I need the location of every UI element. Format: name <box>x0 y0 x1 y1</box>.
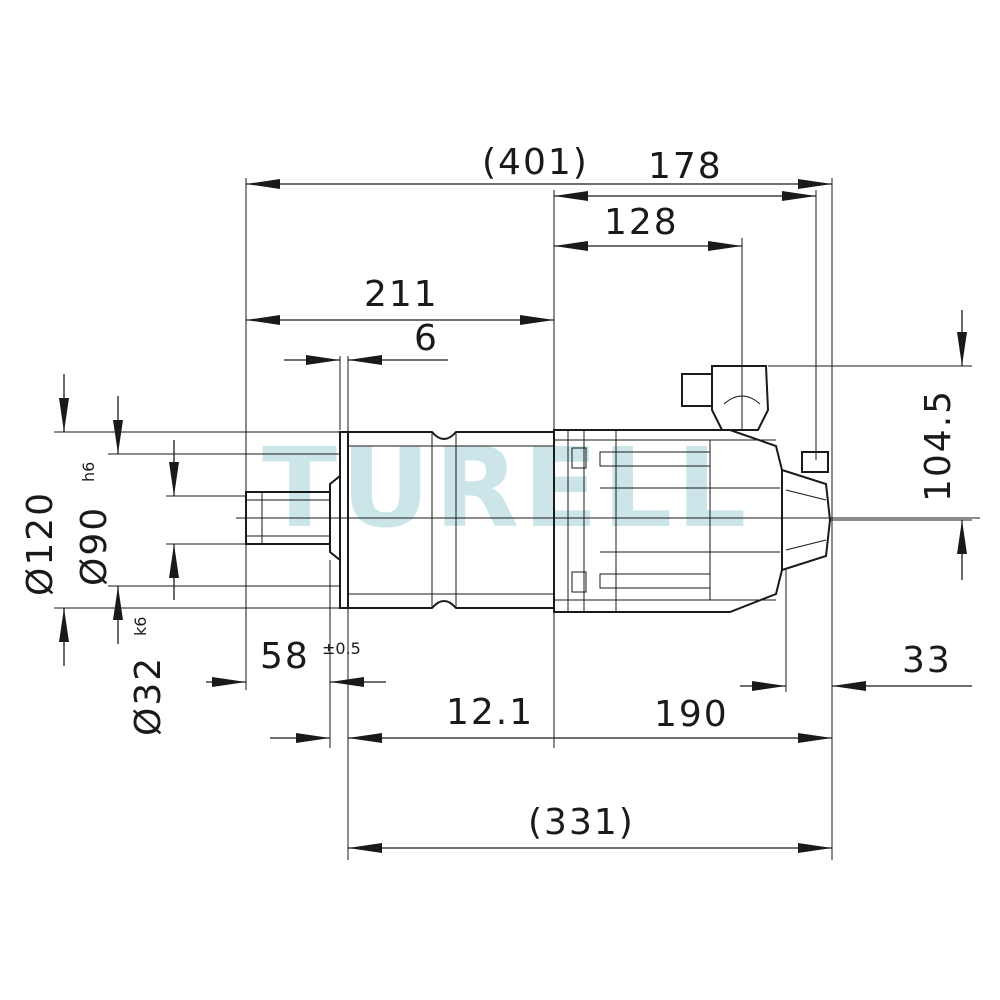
dim-body-length: 190 <box>654 694 729 735</box>
dim-dia-pilot-tolerance: h6 <box>79 462 98 482</box>
dim-flange-to-body: 211 <box>364 274 439 315</box>
dimension-lines <box>59 179 972 853</box>
extension-lines <box>54 178 972 860</box>
dim-flange-offset: 12.1 <box>446 692 534 733</box>
dim-shaft-length-tolerance: ±0.5 <box>322 639 361 658</box>
dim-dia-shaft-tolerance: k6 <box>131 617 150 636</box>
dim-dia-flange: Ø120 <box>20 491 61 596</box>
dim-shaft-length: 58 <box>260 636 310 677</box>
dim-dia-pilot: Ø90 <box>74 506 115 586</box>
dim-dia-shaft: Ø32 <box>128 656 169 736</box>
dim-flange-thickness: 6 <box>414 318 439 359</box>
dim-rear-cap: 33 <box>902 640 952 681</box>
dim-height-connector: 104.5 <box>918 389 959 502</box>
dim-connector-offset: 128 <box>604 202 679 243</box>
dim-length-from-flange: (331) <box>528 802 635 843</box>
dim-overall-length: (401) <box>482 142 589 183</box>
dim-rear-length: 178 <box>648 146 723 187</box>
